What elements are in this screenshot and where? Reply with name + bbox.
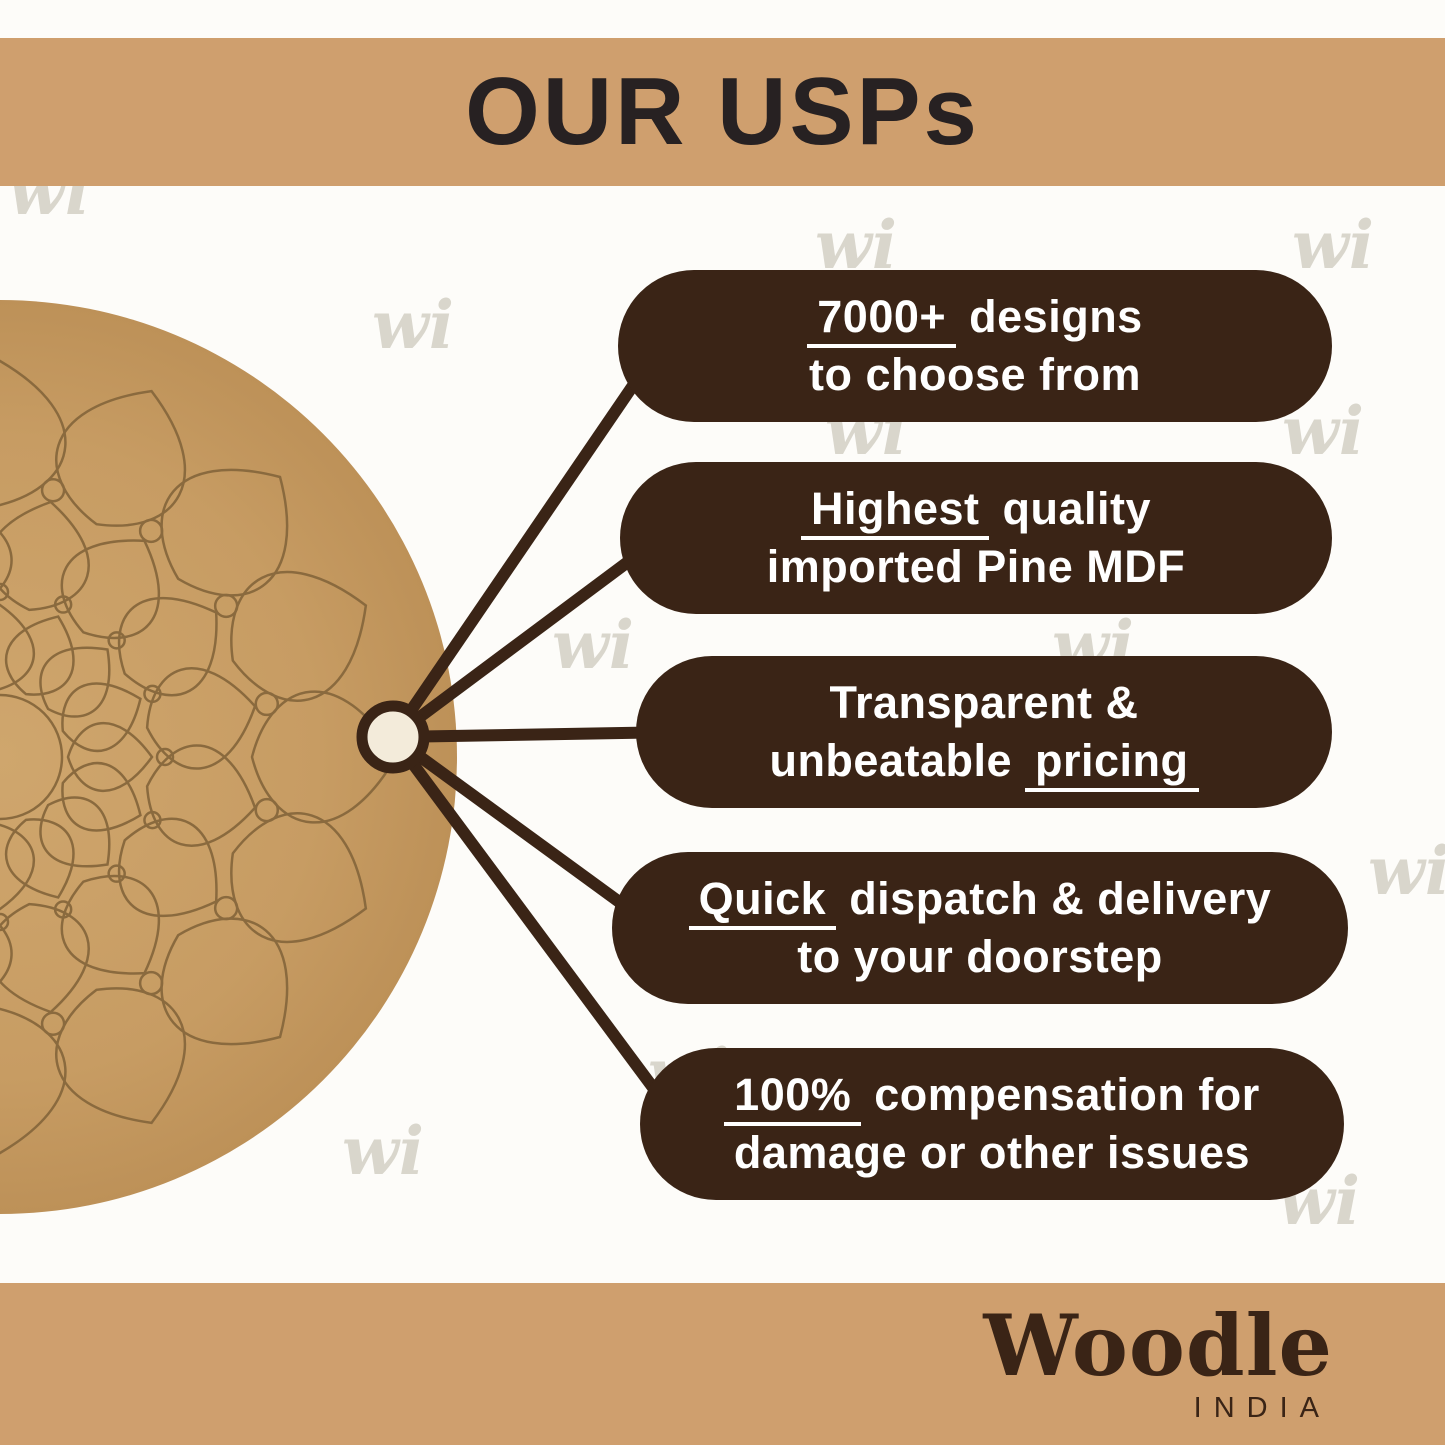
brand-watermark: wi (1368, 832, 1445, 910)
usp-underlined-text: pricing (1025, 735, 1199, 792)
usp-underlined-text: 7000+ (807, 291, 957, 349)
usp-underlined-text: Highest (800, 483, 990, 541)
brand-logo: Woodle INDIA (983, 1295, 1333, 1425)
usp-text-line: 7000+ designs (807, 288, 1143, 349)
mdf-circle (0, 300, 457, 1214)
usp-text-line: Transparent & (829, 677, 1139, 729)
connector-hub (356, 700, 430, 774)
brand-name: Woodle (983, 1295, 1333, 1395)
connector-line (389, 732, 659, 933)
usp-text-line: Highest quality (800, 480, 1152, 541)
usp-text-line: to choose from (808, 349, 1142, 400)
usp-underlined-text: 100% (724, 1069, 862, 1127)
usp-text-line: 100% compensation for (724, 1066, 1260, 1127)
brand-country: INDIA (1193, 1391, 1331, 1424)
usp-text: designs (956, 291, 1143, 343)
brand-watermark: wi (815, 206, 897, 284)
connector-line (388, 733, 685, 1128)
usp-pill-compensation: 100% compensation for damage or other is… (640, 1048, 1344, 1200)
connector-line (392, 726, 677, 743)
usp-text-line: Quick dispatch & delivery (688, 870, 1272, 931)
connector-line (388, 342, 665, 741)
usp-text: quality (989, 483, 1152, 535)
connector-lines (388, 342, 685, 1128)
usp-text-line: to your doorstep (797, 931, 1163, 982)
usp-pill-pricing: Transparent & unbeatable pricing (636, 656, 1332, 808)
footer-band: Woodle INDIA (0, 1283, 1445, 1445)
usp-pill-quality: Highest quality imported Pine MDF (620, 462, 1332, 614)
connector-line (389, 533, 664, 742)
mandala-engraving (0, 359, 398, 1155)
brand-watermark: wi (372, 286, 454, 364)
brand-watermark: wi (552, 606, 634, 684)
usp-text: unbeatable (769, 735, 1026, 786)
usp-pill-designs: 7000+ designs to choose from (618, 270, 1332, 422)
header-band: OUR USPs (0, 38, 1445, 186)
brand-watermark: wi (342, 1112, 424, 1190)
usp-text-line: damage or other issues (733, 1127, 1251, 1178)
brand-watermark: wi (1292, 206, 1374, 284)
usp-pill-delivery: Quick dispatch & delivery to your doorst… (612, 852, 1348, 1004)
page-title: OUR USPs (465, 58, 980, 165)
usp-text: compensation for (861, 1069, 1260, 1121)
usp-text-line: unbeatable pricing (769, 732, 1199, 792)
usp-text: dispatch & delivery (836, 873, 1272, 925)
usp-underlined-text: Quick (688, 873, 837, 931)
usp-text-line: imported Pine MDF (766, 541, 1186, 592)
